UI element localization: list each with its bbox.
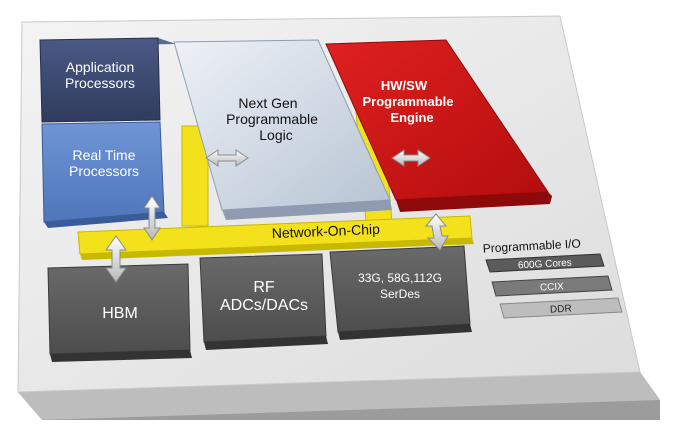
hbm-label: HBM: [102, 305, 138, 322]
rf-block: [199, 253, 328, 350]
arrow-logic-engine: [391, 149, 431, 167]
serdes-label-2: SerDes: [380, 287, 420, 301]
interconnect-arrows: [105, 149, 449, 283]
logic-label-3: Logic: [259, 127, 292, 143]
engine-label-3: Engine: [390, 110, 433, 125]
programmable-logic-block: [173, 39, 392, 220]
arrow-rt-noc: [143, 195, 161, 241]
app-processors-label-1: Application: [66, 59, 135, 75]
logic-label-1: Next Gen: [238, 95, 297, 111]
application-processors-block: [39, 37, 176, 123]
logic-label-2: Programmable: [226, 111, 318, 127]
arrow-noc-hbm: [105, 235, 127, 283]
programmable-io-group: [485, 253, 623, 319]
serdes-block: [329, 245, 472, 340]
io-item-600g: 600G Cores: [518, 258, 572, 272]
prog-io-title: Programmable I/O: [482, 236, 581, 255]
rf-label-2: ADCs/DACs: [220, 297, 308, 314]
serdes-label-1: 33G, 58G,112G: [358, 271, 442, 285]
io-item-ccix: CCIX: [540, 281, 565, 293]
arrow-noc-io: [424, 213, 449, 251]
app-processors-label-2: Processors: [65, 75, 135, 91]
rt-processors-label-2: Processors: [69, 163, 139, 179]
arrow-rt-logic: [205, 149, 249, 167]
hbm-block: [47, 263, 192, 362]
rf-label-1: RF: [253, 279, 275, 296]
hwsw-engine-block: [325, 39, 552, 212]
rt-processors-label-1: Real Time: [72, 147, 135, 163]
noc-label: Network-On-Chip: [271, 221, 380, 241]
io-item-ddr: DDR: [550, 303, 572, 315]
engine-label-1: HW/SW: [381, 78, 428, 93]
real-time-processors-block: [41, 121, 168, 228]
engine-label-2: Programmable: [362, 94, 453, 109]
